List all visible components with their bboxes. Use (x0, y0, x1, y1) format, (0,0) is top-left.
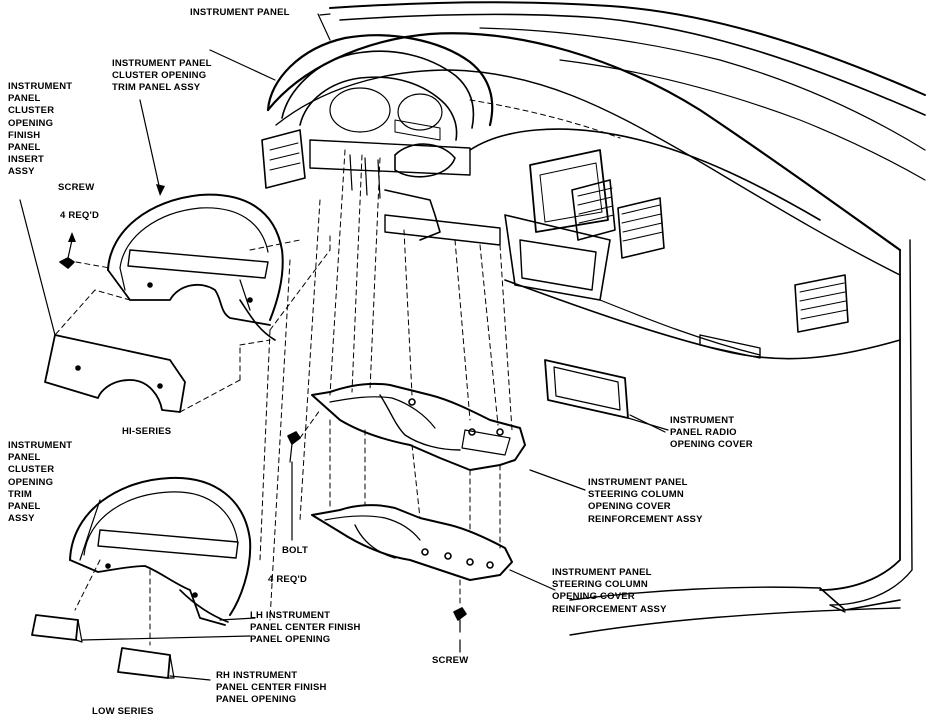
lh-center-finish-panel (31, 614, 83, 643)
hi-series-insert-panel (19, 199, 186, 413)
label-instrument-panel: INSTRUMENT PANEL (190, 7, 290, 18)
label-low-series: LOW SERIES (92, 706, 154, 717)
rh-center-finish-panel (117, 647, 175, 679)
label-radio-opening-cover: INSTRUMENT PANEL RADIO OPENING COVER (670, 415, 753, 451)
radio-opening-cover (544, 359, 669, 431)
label-steering-column-reinforcement-upper: INSTRUMENT PANEL STEERING COLUMN OPENING… (588, 477, 703, 525)
label-low-cluster-opening-trim-panel-assy: INSTRUMENT PANEL CLUSTER OPENING TRIM PA… (8, 440, 73, 525)
leader-lines (79, 13, 666, 681)
steering-column-reinforcement-lower (311, 504, 513, 581)
screw-upper (59, 232, 76, 269)
label-lh-center-finish-panel-opening: LH INSTRUMENT PANEL CENTER FINISH PANEL … (250, 610, 361, 646)
hi-series-cluster-trim-panel (107, 193, 284, 341)
label-hi-cluster-opening-trim-panel-assy: INSTRUMENT PANEL CLUSTER OPENING TRIM PA… (112, 58, 212, 94)
dashboard-assembly (261, 1, 926, 636)
label-screw-upper: SCREW (58, 182, 95, 193)
alignment-lines (54, 149, 513, 646)
label-steering-column-reinforcement-lower: INSTRUMENT PANEL STEERING COLUMN OPENING… (552, 567, 667, 615)
screw-lower (453, 607, 467, 633)
label-bolt: BOLT (282, 545, 308, 556)
low-series-cluster-trim-panel (69, 476, 252, 626)
label-screw-lower: SCREW (432, 655, 469, 666)
label-bolt-qty: 4 REQ'D (268, 574, 308, 585)
label-cluster-opening-finish-panel-insert-assy: INSTRUMENT PANEL CLUSTER OPENING FINISH … (8, 81, 73, 178)
steering-column-reinforcement-upper (311, 382, 526, 471)
label-rh-center-finish-panel-opening: RH INSTRUMENT PANEL CENTER FINISH PANEL … (216, 670, 327, 706)
label-hi-series: HI-SERIES (122, 426, 172, 437)
label-screw-upper-qty: 4 REQ'D (60, 210, 100, 221)
bolt (287, 431, 301, 463)
